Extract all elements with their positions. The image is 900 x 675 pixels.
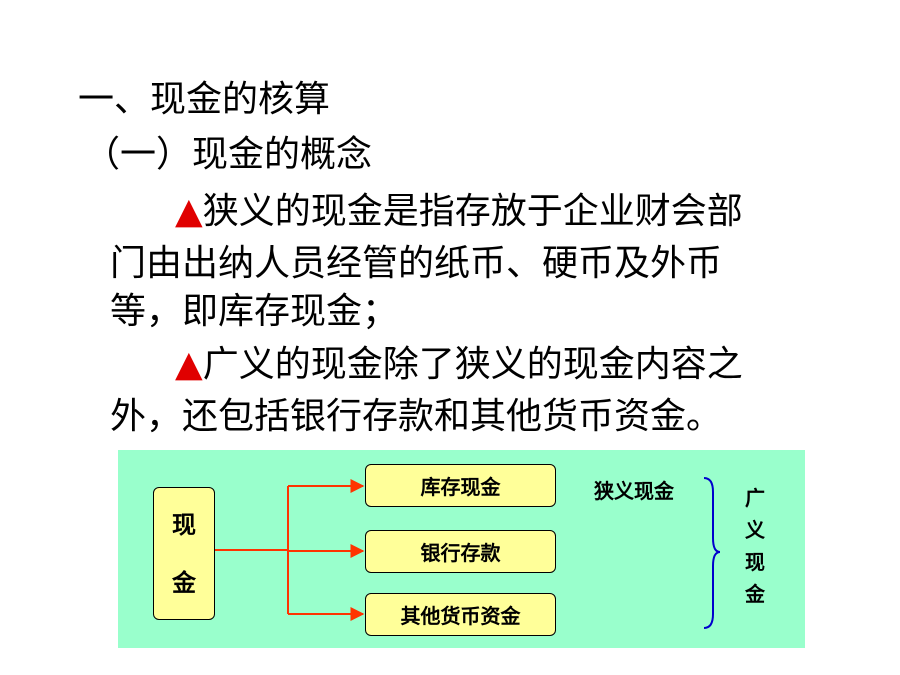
other-monetary-funds-box: 其他货币资金 [365,593,556,636]
para2-line1: ▲广义的现金除了狭义的现金内容之 [175,343,743,387]
subsection-heading: （一）现金的概念 [84,134,373,175]
diagram-connectors [215,477,721,629]
cash-char-1: 现 [172,510,196,539]
narrow-cash-label: 狭义现金 [594,479,674,503]
para2-line2: 外，还包括银行存款和其他货币资金。 [110,396,723,437]
section-heading: 一、现金的核算 [78,79,331,120]
cash-source-box: 现 金 [153,487,215,620]
para1-line1: ▲狭义的现金是指存放于企业财会部 [175,190,743,234]
right-brace-icon [703,477,721,629]
para1-text-1: 狭义的现金是指存放于企业财会部 [202,191,743,232]
para1-line3: 等，即库存现金； [110,291,399,332]
triangle-bullet-icon: ▲ [175,344,203,385]
bank-deposits-box: 银行存款 [365,530,556,573]
broad-cash-label: 广义现金 [745,486,765,606]
triangle-bullet-icon: ▲ [175,191,203,232]
para1-line2: 门由出纳人员经管的纸币、硬币及外币 [110,243,723,284]
cash-on-hand-box: 库存现金 [365,464,556,507]
para2-text-1: 广义的现金除了狭义的现金内容之 [202,344,743,385]
cash-char-2: 金 [172,568,196,597]
cash-classification-diagram: 现 金 库存现金 银行存款 其他货币资金 狭义现金 广义现金 [118,450,805,648]
